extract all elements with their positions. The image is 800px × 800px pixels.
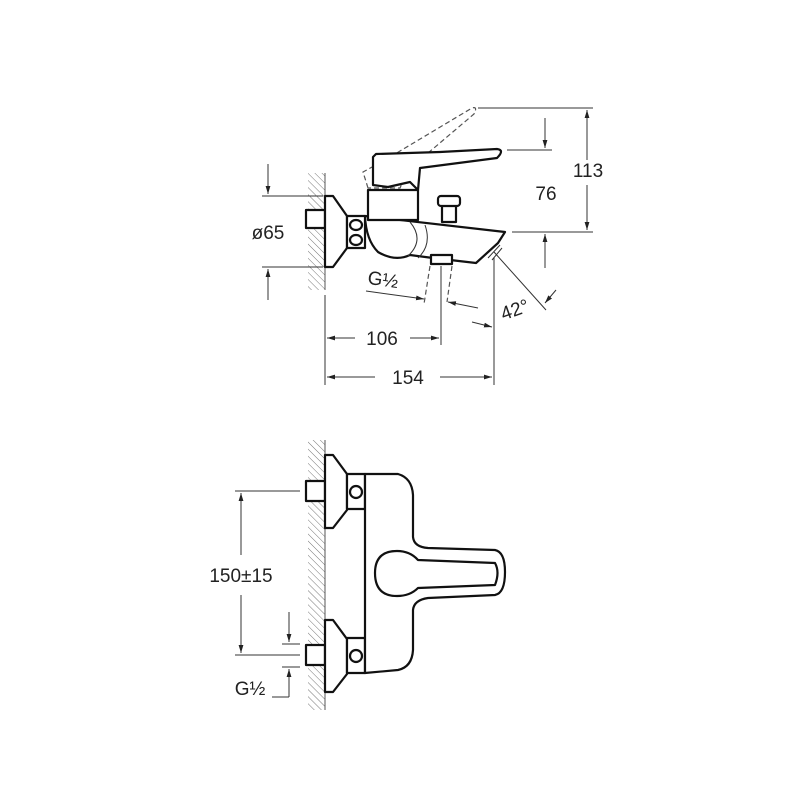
dim-thread-label: G½ [235,679,266,700]
inlet-pipe [304,479,327,503]
lever-raised-outline [362,107,477,189]
thread-extension [423,265,431,305]
wall-flange [323,453,349,530]
nut-detail [348,218,364,232]
nut-detail [348,233,364,247]
dim-76-label: 76 [535,184,556,205]
nut-detail [348,484,364,500]
dim-65-label: ø65 [252,223,285,244]
angle-arrow [544,289,557,304]
body-curve [407,221,428,259]
nut-detail [348,648,364,664]
dim-angle-label: 42° [498,296,532,326]
inlet-pipe [304,643,327,667]
side-view: 113 76 ø65 G½ 42° 106 154 [252,107,603,389]
mixer-body [363,214,507,265]
dim-154-label: 154 [392,368,424,389]
dim-113-label: 113 [573,161,603,182]
front-view: 150±15 G½ [209,440,507,710]
dim-thread-label: G½ [366,268,399,293]
dim-106-label: 106 [366,329,398,350]
wall-hatch [308,440,325,710]
dim-150-label: 150±15 [209,566,272,587]
wall-flange [323,194,349,269]
thread-arrow [365,290,425,301]
lever [371,147,503,192]
wall-flange [323,618,349,694]
angle-arrow [471,321,493,328]
inlet-pipe [304,208,327,230]
diverter-stem [440,203,458,224]
lever-knob [373,549,499,598]
wall-hatch [308,173,325,290]
thread-extension [446,265,453,303]
outlet-connector [429,253,454,266]
diverter-knob [436,194,462,208]
cartridge [366,188,420,222]
thread-arrow [447,301,479,309]
spout-angle-line [493,251,547,311]
